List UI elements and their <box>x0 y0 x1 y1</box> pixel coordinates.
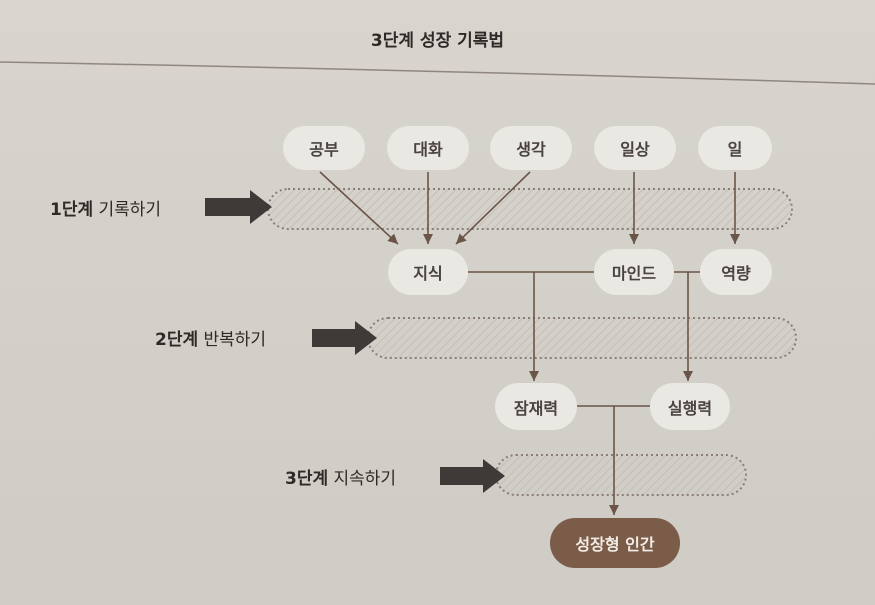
stage-2-arrow-icon <box>312 321 377 355</box>
stage-1-number: 1단계 <box>50 200 94 220</box>
stage-3-arrow-icon <box>440 459 505 493</box>
node-knowledge: 지식 <box>388 249 468 295</box>
node-thought: 생각 <box>490 126 572 170</box>
node-mindset: 마인드 <box>594 249 674 295</box>
stage-1-label: 1단계 기록하기 <box>50 195 161 220</box>
diagram-title: 3단계 성장 기록법 <box>370 31 505 51</box>
stage-3-label: 3단계 지속하기 <box>285 464 396 489</box>
stage-3-band <box>495 454 747 496</box>
node-potential: 잠재력 <box>495 383 577 430</box>
stage-2-label: 2단계 반복하기 <box>155 325 266 350</box>
node-execution: 실행력 <box>650 383 730 430</box>
stage-3-action: 지속하기 <box>333 469 397 489</box>
stage-1-action: 기록하기 <box>98 200 162 220</box>
node-competency: 역량 <box>700 249 772 295</box>
stage-2-action: 반복하기 <box>203 330 267 350</box>
stage-1-band <box>267 188 793 230</box>
node-work: 일 <box>698 126 772 170</box>
stage-3-number: 3단계 <box>285 469 329 489</box>
node-conversation: 대화 <box>387 126 469 170</box>
stage-2-number: 2단계 <box>155 330 199 350</box>
node-daily-life: 일상 <box>594 126 676 170</box>
node-growth-person: 성장형 인간 <box>550 518 680 568</box>
page-divider <box>0 61 875 85</box>
stage-1-arrow-icon <box>205 190 272 224</box>
node-study: 공부 <box>283 126 365 170</box>
stage-2-band <box>367 317 797 359</box>
